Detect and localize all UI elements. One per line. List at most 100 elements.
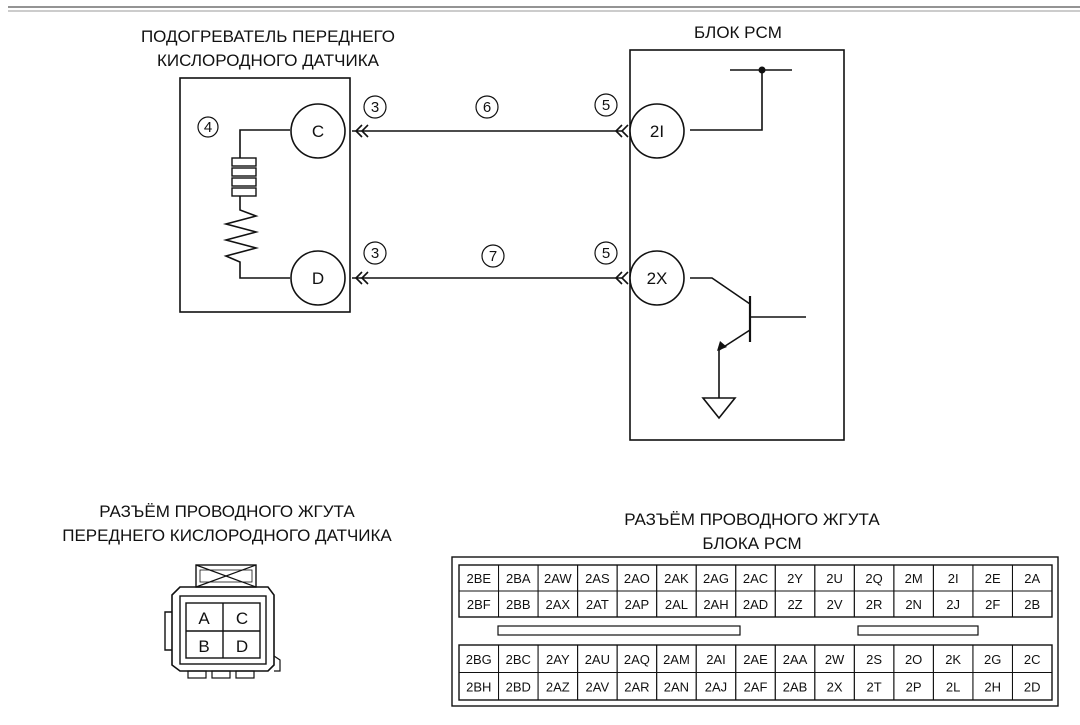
pcm-terminal-2bh: 2BH (466, 679, 491, 694)
pcm-terminal-2at: 2AT (586, 597, 609, 612)
pcm-terminal-2ar: 2AR (624, 679, 649, 694)
pcm-terminal-2p: 2P (906, 679, 922, 694)
pcm-terminal-2ad: 2AD (743, 597, 768, 612)
pcm-terminal-2q: 2Q (865, 571, 882, 586)
callout-3b: 3 (371, 245, 379, 262)
sensor-terminal-c: C (236, 609, 248, 628)
pcm-terminal-2aa: 2AA (783, 652, 808, 667)
callout-5b: 5 (602, 245, 610, 262)
sensor-title-line1: ПОДОГРЕВАТЕЛЬ ПЕРЕДНЕГО (141, 27, 395, 46)
pcm-terminal-2az: 2AZ (546, 679, 570, 694)
pcm-terminal-2j: 2J (946, 597, 960, 612)
pcm-terminal-2d: 2D (1024, 679, 1041, 694)
wire-d-2x (352, 271, 629, 285)
pcm-terminal-2g: 2G (984, 652, 1001, 667)
pcm-title: БЛОК PCM (694, 23, 782, 42)
pcm-terminal-2au: 2AU (585, 652, 610, 667)
pcm-terminal-2v: 2V (827, 597, 843, 612)
sensor-connector-title-line2: ПЕРЕДНЕГО КИСЛОРОДНОГО ДАТЧИКА (62, 526, 392, 545)
sensor-pin-c (290, 103, 346, 159)
callout-3a-circle (363, 95, 387, 119)
ground-icon (701, 397, 737, 420)
callout-6-circle (475, 95, 499, 119)
pcm-box (629, 49, 845, 441)
sensor-connector-face (164, 564, 281, 679)
connector-chevrons-icon (614, 271, 629, 285)
pcm-terminal-2as: 2AS (585, 571, 610, 586)
sensor-terminal-b: B (198, 637, 209, 656)
pcm-terminal-2t: 2T (867, 679, 882, 694)
pcm-terminal-2ba: 2BA (506, 571, 531, 586)
pcm-terminal-2u: 2U (826, 571, 843, 586)
pcm-terminal-2r: 2R (866, 597, 883, 612)
pcm-connector-title-line1: РАЗЪЁМ ПРОВОДНОГО ЖГУТА (624, 510, 880, 529)
callout-3b-circle (363, 241, 387, 265)
pcm-terminal-2bg: 2BG (466, 652, 492, 667)
pcm-terminal-2aj: 2AJ (705, 679, 727, 694)
pcm-terminal-2o: 2O (905, 652, 922, 667)
pcm-connector-key-left (497, 625, 741, 636)
callout-5a-circle (594, 93, 618, 117)
pcm-terminal-2aq: 2AQ (624, 652, 650, 667)
pcm-terminal-2bd: 2BD (506, 679, 531, 694)
wire-c-2i (352, 124, 629, 138)
sensor-pin-d-label: D (312, 269, 324, 288)
resistor-icon (222, 196, 290, 279)
pcm-terminal-2f: 2F (985, 597, 1000, 612)
transistor-arrow-icon (717, 341, 727, 351)
callout-5b-circle (594, 241, 618, 265)
callout-6: 6 (483, 99, 491, 116)
callout-4: 4 (204, 119, 212, 136)
sensor-pin-d (290, 250, 346, 306)
pcm-terminal-2bf: 2BF (467, 597, 491, 612)
pcm-terminal-2ak: 2AK (664, 571, 689, 586)
pcm-connector-title-line2: БЛОКА PCM (702, 534, 801, 553)
pcm-terminal-2ai: 2AI (706, 652, 726, 667)
pcm-pin-2x (629, 250, 685, 306)
pcm-terminal-2b: 2B (1024, 597, 1040, 612)
pcm-terminal-2av: 2AV (586, 679, 610, 694)
pcm-2i-internal-wire (690, 70, 763, 131)
pcm-terminal-2be: 2BE (466, 571, 491, 586)
pcm-terminal-2bc: 2BC (506, 652, 531, 667)
pcm-terminal-2al: 2AL (665, 597, 688, 612)
sensor-connector-title-line1: РАЗЪЁМ ПРОВОДНОГО ЖГУТА (99, 502, 355, 521)
pcm-terminal-2ay: 2AY (546, 652, 570, 667)
sensor-box (179, 77, 351, 313)
pcm-pin-2i (629, 103, 685, 159)
pcm-terminal-2af: 2AF (744, 679, 768, 694)
sensor-terminal-a: A (198, 609, 210, 628)
pcm-pin-2i-label: 2I (650, 122, 664, 141)
heater-wire-top (239, 129, 290, 158)
pcm-terminal-2s: 2S (866, 652, 882, 667)
pcm-terminal-2ap: 2AP (625, 597, 650, 612)
sensor-terminal-d: D (236, 637, 248, 656)
sensor-pin-c-label: C (312, 122, 324, 141)
pcm-2x-internal-wire (690, 277, 751, 305)
heater-plates-icon (231, 157, 257, 197)
pcm-terminal-2n: 2N (905, 597, 922, 612)
pcm-pin-2x-label: 2X (647, 269, 668, 288)
pcm-terminal-2ab: 2AB (783, 679, 808, 694)
pcm-terminal-2y: 2Y (787, 571, 803, 586)
pcm-terminal-2ae: 2AE (743, 652, 768, 667)
pcm-terminal-2w: 2W (825, 652, 845, 667)
pcm-connector-key-right (857, 625, 979, 636)
pcm-terminal-2l: 2L (946, 679, 960, 694)
pcm-terminal-2ag: 2AG (703, 571, 729, 586)
pcm-terminal-2z: 2Z (787, 597, 802, 612)
pcm-connector-shell (451, 556, 1059, 707)
callout-5a: 5 (602, 97, 610, 114)
pcm-terminal-2aw: 2AW (544, 571, 572, 586)
connector-chevrons-icon (614, 124, 629, 138)
pcm-terminal-2am: 2AM (663, 652, 690, 667)
pcm-terminal-2a: 2A (1024, 571, 1040, 586)
pcm-terminal-2an: 2AN (664, 679, 689, 694)
pcm-terminal-2ac: 2AC (743, 571, 768, 586)
pcm-terminal-2c: 2C (1024, 652, 1041, 667)
pcm-terminal-2ax: 2AX (546, 597, 571, 612)
callout-3a: 3 (371, 99, 379, 116)
pcm-terminal-cell (1011, 590, 1053, 618)
